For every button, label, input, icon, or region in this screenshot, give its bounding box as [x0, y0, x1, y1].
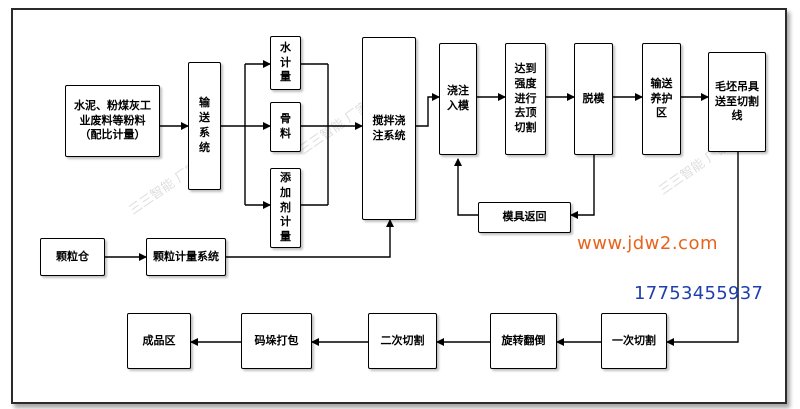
aggregate-char: 骨: [280, 112, 291, 126]
mold-return-label: 模具返回: [502, 210, 547, 224]
pour-mold-label: 浇注入模: [447, 84, 469, 112]
granule-metering-label: 颗粒计量系统: [153, 249, 219, 263]
arrow-lift-to-firstcut: [666, 152, 739, 346]
second-cut-label: 二次切割: [380, 333, 425, 347]
rotate-flip-label: 旋转翻倒: [501, 333, 546, 347]
additive-metering-box: 添 加 剂 计 量: [270, 168, 301, 248]
water-char: 水: [280, 40, 291, 54]
curing-area-label: 输送养护区: [650, 76, 673, 120]
additive-char: 加: [280, 185, 291, 199]
additive-char: 添: [280, 170, 291, 184]
rotate-flip-box: 旋转翻倒: [490, 313, 557, 369]
water-char: 计: [280, 55, 291, 69]
demold-box: 脱模: [574, 43, 613, 155]
curing-area-box: 输送养护区: [642, 43, 681, 155]
lift-to-cutting-label: 毛坯吊具送至切割线: [715, 79, 759, 123]
pour-mold-box: 浇注入模: [439, 43, 477, 155]
stack-pack-box: 码垛打包: [241, 313, 312, 369]
additive-char: 计: [280, 215, 291, 229]
finished-area-box: 成品区: [127, 313, 191, 369]
granule-metering-box: 颗粒计量系统: [146, 238, 226, 276]
first-cut-box: 一次切割: [601, 313, 667, 369]
strength-cut-box: 达到强度进行去顶切割: [505, 43, 546, 155]
conveying-char: 统: [199, 140, 210, 154]
granule-bin-box: 颗粒仓: [40, 238, 105, 276]
mixing-system-box: 搅拌浇注系统: [362, 37, 416, 220]
phone-number: 17753455937: [634, 283, 764, 304]
arrow-mixer-to-pour: [416, 93, 440, 127]
arrow-granule-to-mixer: [226, 219, 394, 258]
lift-to-cutting-box: 毛坯吊具送至切割线: [708, 52, 766, 152]
water-char: 量: [280, 70, 291, 84]
first-cut-label: 一次切割: [612, 333, 656, 347]
conveying-system-box: 输 送 系 统: [188, 62, 221, 190]
raw-materials-label: 水泥、粉煤灰工业废料等粉料（配比计量）: [74, 98, 151, 142]
conveying-char: 系: [199, 126, 210, 139]
finished-area-label: 成品区: [142, 333, 176, 347]
additive-char: 剂: [280, 200, 291, 214]
granule-bin-label: 颗粒仓: [56, 249, 89, 263]
additive-char: 量: [280, 230, 291, 244]
mixing-system-label: 搅拌浇注系统: [372, 113, 406, 142]
stack-pack-label: 码垛打包: [254, 333, 299, 347]
aggregate-char: 料: [280, 127, 291, 140]
conveying-char: 送: [199, 111, 210, 125]
water-metering-box: 水 计 量: [270, 36, 301, 90]
arrow-return-to-pour: [454, 158, 478, 216]
arrow-demold-to-return: [570, 155, 595, 219]
raw-materials-box: 水泥、粉煤灰工业废料等粉料（配比计量）: [65, 85, 160, 157]
demold-label: 脱模: [582, 91, 605, 105]
aggregate-box: 骨 料: [270, 102, 301, 152]
website-text: www.jdw2.com: [577, 233, 718, 254]
second-cut-box: 二次切割: [368, 313, 437, 369]
mold-return-box: 模具返回: [478, 202, 571, 233]
strength-cut-label: 达到强度进行去顶切割: [514, 61, 537, 135]
conveying-char: 输: [199, 96, 210, 110]
